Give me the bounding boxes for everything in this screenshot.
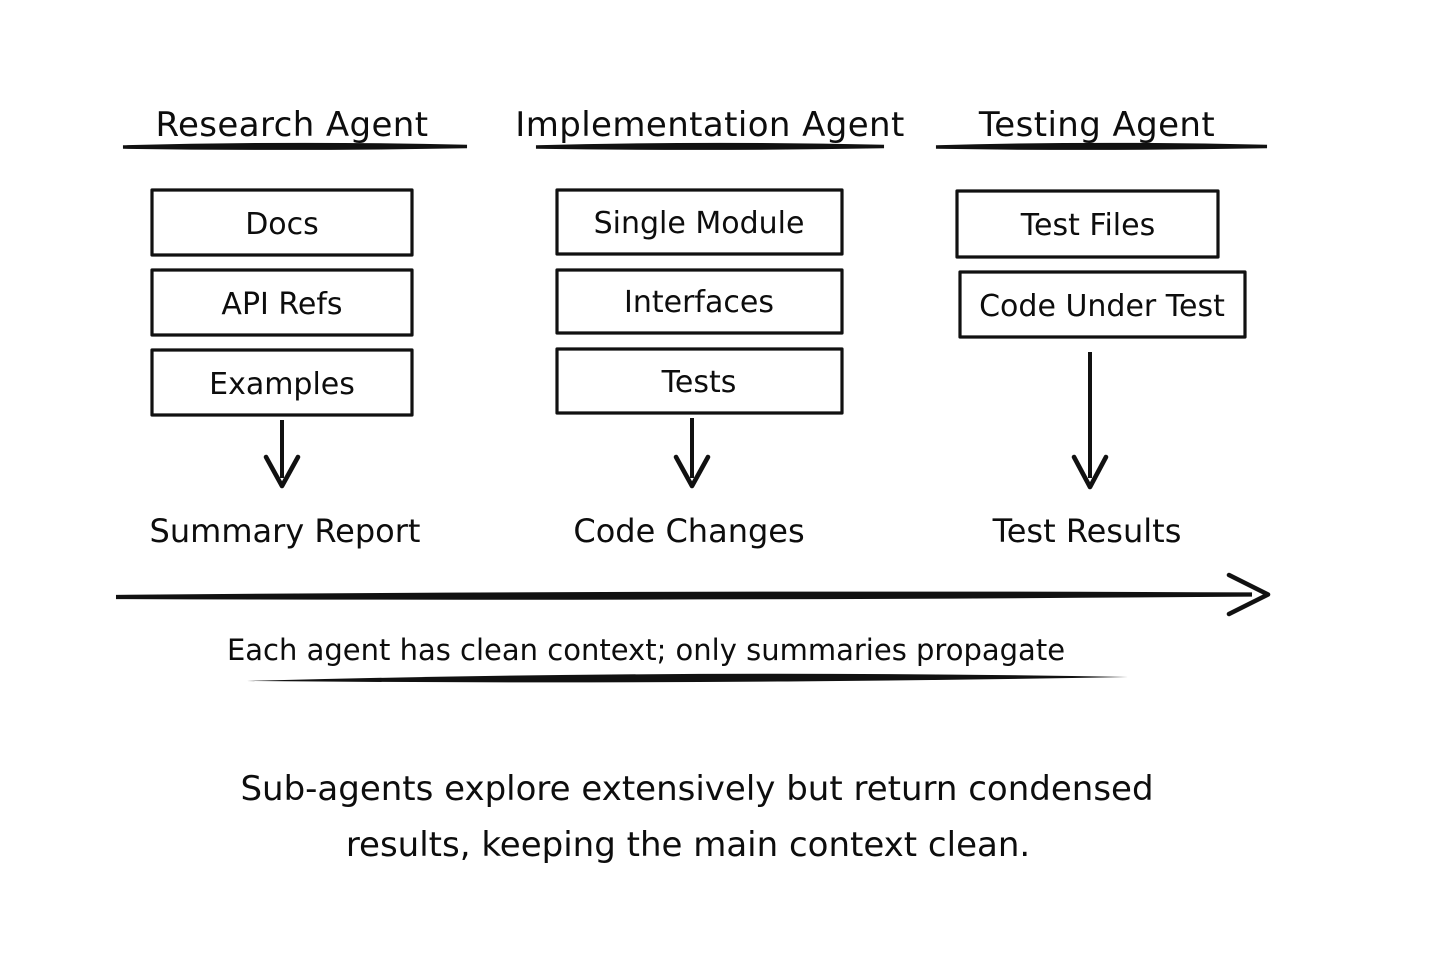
column-title-testing: Testing Agent bbox=[978, 105, 1215, 145]
caption-line-1: Sub-agents explore extensively but retur… bbox=[240, 769, 1153, 809]
box-tests-label: Tests bbox=[661, 365, 737, 400]
arrow-down-testing bbox=[1071, 352, 1109, 490]
timeline-note: Each agent has clean context; only summa… bbox=[227, 633, 1128, 683]
box-examples-label: Examples bbox=[209, 367, 355, 402]
timeline-arrow-head bbox=[1226, 572, 1271, 617]
output-summary-report: Summary Report bbox=[150, 512, 421, 550]
column-title-research: Research Agent bbox=[155, 105, 428, 145]
timeline-note-label: Each agent has clean context; only summa… bbox=[227, 633, 1065, 667]
caption-line-2: results, keeping the main context clean. bbox=[346, 825, 1030, 865]
box-tests[interactable]: Tests bbox=[555, 347, 844, 415]
caption: Sub-agents explore extensively but retur… bbox=[240, 769, 1153, 865]
box-examples-rect[interactable] bbox=[150, 348, 414, 417]
column-title-implementation: Implementation Agent bbox=[515, 105, 904, 145]
column-research-agent: Research Agent Docs API Refs Examples Su… bbox=[122, 105, 468, 550]
box-api-refs[interactable]: API Refs bbox=[150, 268, 414, 337]
box-interfaces-label: Interfaces bbox=[624, 285, 774, 320]
arrow-down-research bbox=[263, 420, 301, 489]
box-test-files[interactable]: Test Files bbox=[955, 189, 1220, 259]
output-code-changes: Code Changes bbox=[573, 512, 804, 550]
box-test-files-label: Test Files bbox=[1020, 208, 1155, 243]
box-api-refs-label: API Refs bbox=[221, 287, 342, 322]
box-single-module[interactable]: Single Module bbox=[555, 188, 844, 256]
box-docs-rect[interactable] bbox=[150, 188, 414, 257]
timeline-arrow bbox=[115, 572, 1271, 617]
column-title-underline-research bbox=[122, 142, 468, 150]
box-docs[interactable]: Docs bbox=[150, 188, 414, 257]
box-tests-rect[interactable] bbox=[555, 347, 844, 415]
column-testing-agent: Testing Agent Test Files Code Under Test… bbox=[935, 105, 1268, 550]
box-code-under-test-rect[interactable] bbox=[958, 270, 1247, 339]
box-docs-label: Docs bbox=[245, 207, 319, 242]
box-api-refs-rect[interactable] bbox=[150, 268, 414, 337]
box-single-module-rect[interactable] bbox=[555, 188, 844, 256]
box-examples[interactable]: Examples bbox=[150, 348, 414, 417]
box-code-under-test-label: Code Under Test bbox=[979, 289, 1225, 324]
column-implementation-agent: Implementation Agent Single Module Inter… bbox=[515, 105, 904, 550]
box-test-files-rect[interactable] bbox=[955, 189, 1220, 259]
box-single-module-label: Single Module bbox=[594, 206, 805, 241]
timeline-note-underline bbox=[247, 673, 1128, 683]
box-code-under-test[interactable]: Code Under Test bbox=[958, 270, 1247, 339]
output-test-results: Test Results bbox=[992, 512, 1182, 550]
column-title-underline-testing bbox=[935, 142, 1268, 150]
arrow-down-implementation bbox=[673, 418, 711, 489]
box-interfaces-rect[interactable] bbox=[555, 268, 844, 335]
box-interfaces[interactable]: Interfaces bbox=[555, 268, 844, 335]
column-title-underline-implementation bbox=[535, 142, 885, 150]
